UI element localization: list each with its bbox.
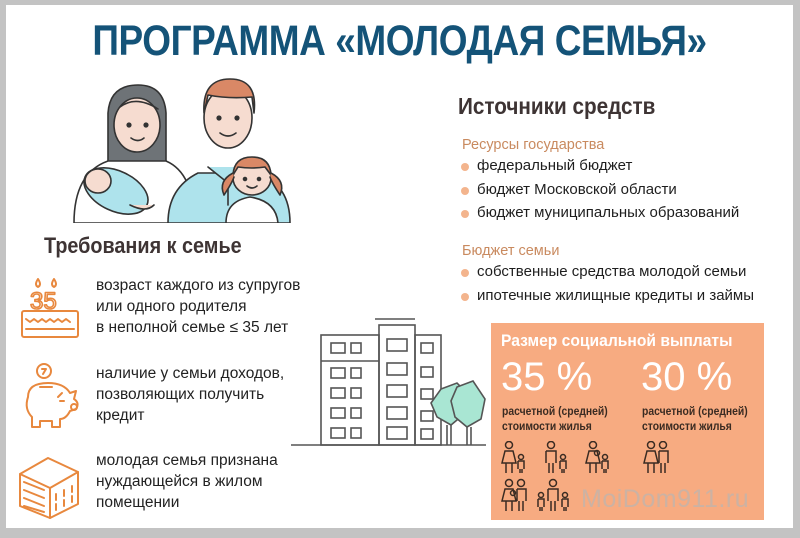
text-line: стоимости жилья [502,421,592,433]
text-line: возраст каждого из супругов [96,277,301,294]
apartment-building-icon [19,457,79,519]
family-illustration-icon [73,78,291,223]
text-line: в неполной семье ≤ 35 лет [96,319,289,336]
text-line: расчетной (средней) [642,406,748,418]
requirement-housing-text: молодая семья признана нуждающейся в жил… [96,450,278,513]
text-line: молодая семья признана [96,452,278,469]
list-item: бюджет Московской области [461,178,739,202]
social-payment-box: Размер социальной выплаты 35 % расчетной… [491,323,764,520]
requirements-heading: Требования к семье [44,233,242,258]
piggy-bank-icon [25,363,79,428]
state-resources-list: федеральный бюджет бюджет Московской обл… [461,154,739,225]
text-line: кредит [96,407,145,424]
requirement-age-text: возраст каждого из супругов или одного р… [96,275,300,338]
payment-desc-30: расчетной (средней) стоимости жилья [642,405,748,435]
family-budget-label: Бюджет семьи [462,243,560,259]
payment-desc-35: расчетной (средней) стоимости жилья [502,405,608,435]
text-line: или одного родителя [96,298,247,315]
list-item: собственные средства молодой семьи [461,260,754,284]
list-item: федеральный бюджет [461,154,739,178]
birthday-cake-35-icon: 35 [21,278,79,338]
text-line: наличие у семьи доходов, [96,365,285,382]
text-line: расчетной (средней) [502,406,608,418]
list-item: ипотечные жилищные кредиты и займы [461,284,754,308]
sources-heading: Источники средств [458,93,656,119]
text-line: позволяющих получить [96,386,265,403]
page-title: ПРОГРАММА «МОЛОДАЯ СЕМЬЯ» [92,17,707,65]
apartment-building-illustration-icon [291,318,486,446]
payment-percent-35: 35 % [501,355,593,399]
payment-percent-30: 30 % [641,355,733,399]
payment-heading: Размер социальной выплаты [501,331,733,350]
text-line: нуждающейся в жилом [96,473,263,490]
requirement-income-text: наличие у семьи доходов, позволяющих пол… [96,363,284,426]
family-couple-30-icon [643,441,669,473]
state-resources-label: Ресурсы государства [462,137,605,153]
text-line: помещении [96,494,180,511]
family-budget-list: собственные средства молодой семьи ипоте… [461,260,754,307]
list-item: бюджет муниципальных образований [461,201,739,225]
infographic: ПРОГРАММА «МОЛОДАЯ СЕМЬЯ» [6,5,793,528]
family-types-35-icon [501,441,609,511]
watermark: MoiDom911.ru [581,485,750,513]
text-line: стоимости жилья [642,421,732,433]
